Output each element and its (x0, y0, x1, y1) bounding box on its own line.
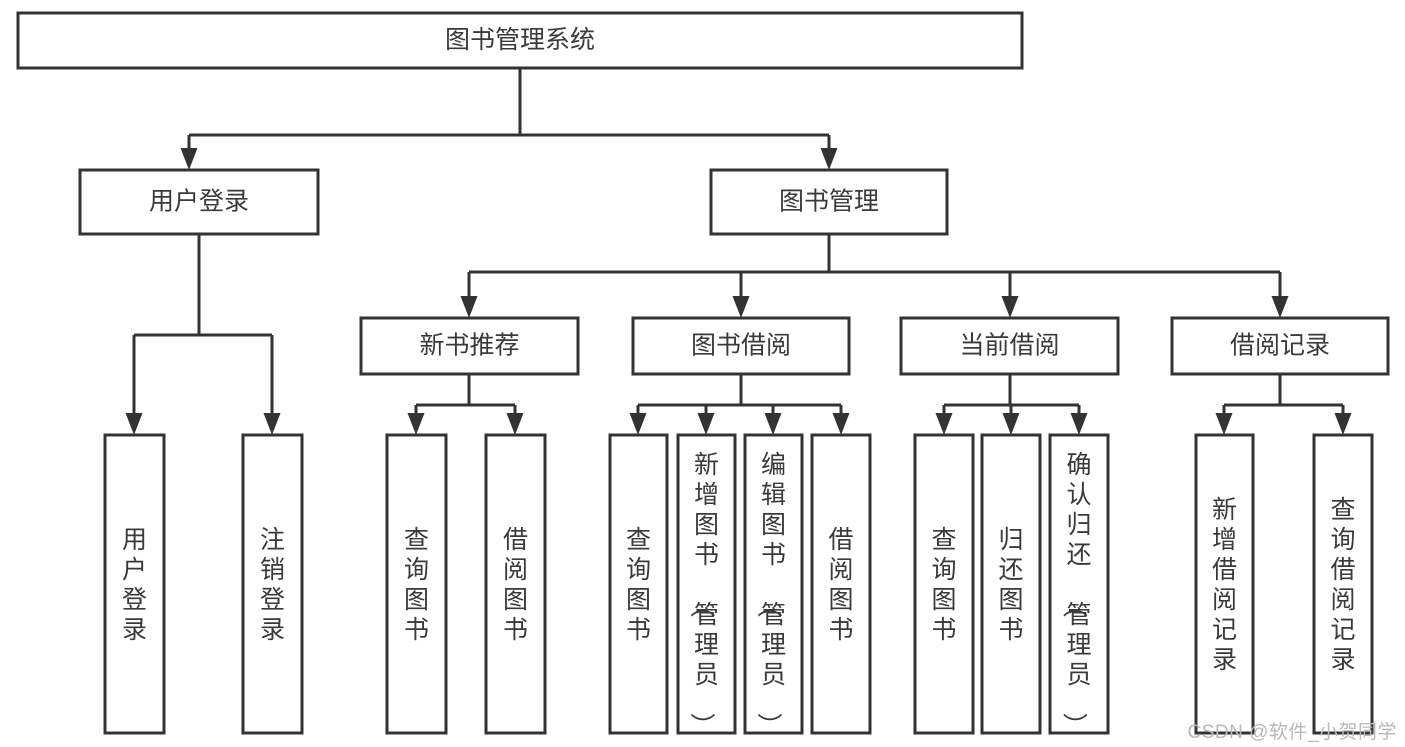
node-label: 查询图书 (931, 526, 956, 644)
node-book-borrow[interactable]: 图书借阅 (631, 316, 851, 376)
node-label: 编辑图书（管理员） (755, 451, 786, 738)
arrow-leaf-query-book-1 (407, 405, 425, 435)
arrow-leaf-user-login (125, 335, 143, 435)
node-label: 用户登录 (122, 526, 147, 644)
node-label: 借阅图书 (503, 526, 528, 644)
arrow-leaf-query-record (1334, 405, 1352, 435)
arrow-leaf-return-book (1002, 405, 1020, 435)
arrow-leaf-query-book-2 (629, 405, 647, 435)
node-label: 图书管理 (779, 188, 879, 216)
node-label: 新书推荐 (419, 332, 519, 360)
node-label: 新增借阅记录 (1212, 496, 1237, 674)
node-label: 确认归还（管理员） (1060, 451, 1091, 738)
node-leaf-edit-book[interactable]: 编辑图书（管理员） (743, 433, 804, 738)
arrow-leaf-query-book-3 (935, 405, 953, 435)
arrow-current-borrow (1001, 272, 1019, 318)
node-current-borrow[interactable]: 当前借阅 (899, 316, 1120, 376)
node-book-manage[interactable]: 图书管理 (709, 168, 949, 236)
node-label: 新增图书（管理员） (688, 451, 719, 738)
node-leaf-query-book-2[interactable]: 查询图书 (608, 433, 669, 735)
connector-bus-current-borrow (944, 374, 1079, 407)
arrow-book-manage (820, 135, 838, 170)
node-leaf-confirm-return[interactable]: 确认归还（管理员） (1048, 433, 1110, 738)
node-label: 当前借阅 (959, 332, 1059, 360)
node-label: 查询图书 (404, 526, 429, 644)
connector-bus-book-borrow (638, 374, 841, 407)
connector-bus-book-manage (469, 234, 1280, 274)
node-label: 注销登录 (260, 526, 285, 644)
arrow-leaf-borrow-book-2 (832, 405, 850, 435)
node-user-login[interactable]: 用户登录 (78, 168, 320, 236)
node-leaf-user-login[interactable]: 用户登录 (103, 433, 166, 735)
node-label: 归还图书 (998, 526, 1023, 644)
arrow-leaf-borrow-book-1 (506, 405, 524, 435)
arrow-book-borrow (732, 272, 750, 318)
connector-bus-borrow-record (1224, 374, 1343, 407)
node-layer: 图书管理系统用户登录图书管理新书推荐图书借阅当前借阅借阅记录用户登录注销登录查询… (16, 11, 1390, 738)
arrow-leaf-edit-book (764, 405, 782, 435)
arrow-new-book-rec (460, 272, 478, 318)
node-leaf-borrow-book-1[interactable]: 借阅图书 (484, 433, 547, 735)
node-leaf-return-book[interactable]: 归还图书 (980, 433, 1042, 735)
node-label: 图书管理系统 (445, 26, 595, 54)
node-leaf-borrow-book-2[interactable]: 借阅图书 (810, 433, 872, 735)
node-leaf-query-book-1[interactable]: 查询图书 (385, 433, 448, 735)
arrow-leaf-confirm-return (1070, 405, 1088, 435)
node-label: 查询借阅记录 (1330, 496, 1355, 674)
node-new-book-rec[interactable]: 新书推荐 (359, 316, 580, 376)
arrow-borrow-record (1271, 272, 1289, 318)
node-leaf-query-book-3[interactable]: 查询图书 (913, 433, 975, 735)
node-root[interactable]: 图书管理系统 (16, 11, 1024, 70)
arrow-leaf-add-record (1215, 405, 1233, 435)
arrow-leaf-add-book (697, 405, 715, 435)
arrow-leaf-logout (263, 335, 281, 435)
node-label: 用户登录 (149, 188, 249, 216)
connector-bus-new-book-rec (416, 374, 515, 407)
connector-bus-user-login (134, 234, 272, 337)
arrow-user-login (180, 135, 198, 170)
node-borrow-record[interactable]: 借阅记录 (1170, 316, 1390, 376)
connector-bus-root (189, 68, 829, 137)
node-leaf-query-record[interactable]: 查询借阅记录 (1312, 433, 1374, 735)
connector-layer (134, 68, 1343, 407)
node-label: 借阅图书 (828, 526, 853, 644)
node-label: 借阅记录 (1230, 332, 1330, 360)
node-label: 图书借阅 (691, 332, 791, 360)
node-leaf-add-record[interactable]: 新增借阅记录 (1194, 433, 1255, 735)
node-label: 查询图书 (626, 526, 651, 644)
node-leaf-logout[interactable]: 注销登录 (241, 433, 304, 735)
node-leaf-add-book[interactable]: 新增图书（管理员） (676, 433, 737, 738)
arrow-layer (125, 135, 1352, 435)
